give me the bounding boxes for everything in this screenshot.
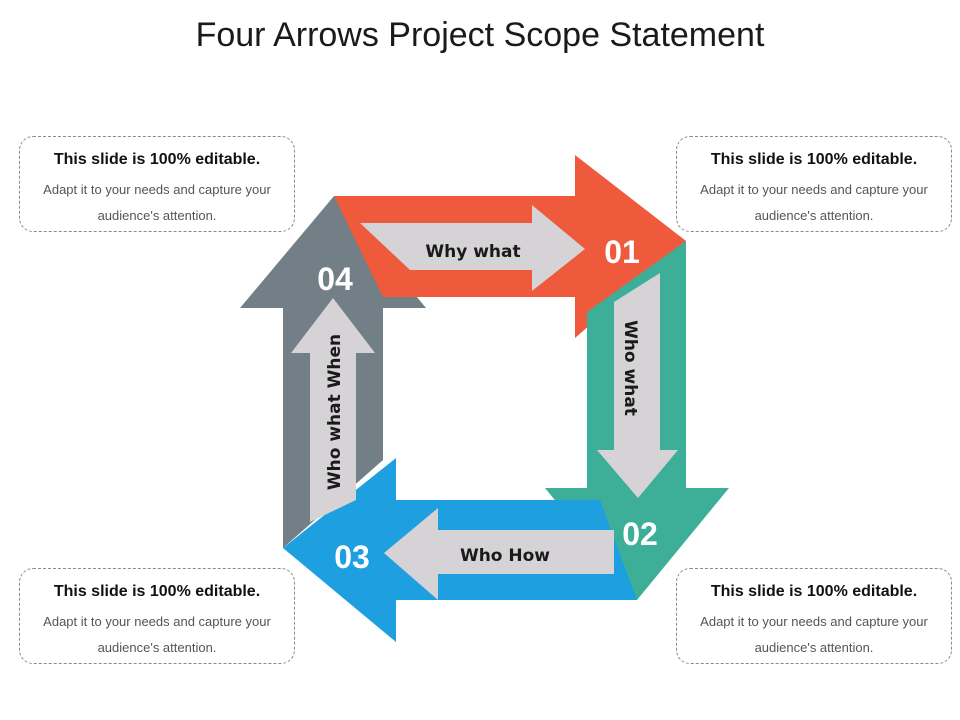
note-heading: This slide is 100% editable. xyxy=(710,583,918,600)
note-box-bottom-right: This slide is 100% editable. Adapt it to… xyxy=(676,568,952,664)
inner-arrow-01 xyxy=(360,205,585,291)
note-heading: This slide is 100% editable. xyxy=(53,583,261,600)
inner-arrow-04 xyxy=(291,298,375,522)
arrow-01-number: 01 xyxy=(604,234,640,270)
inner-arrow-02 xyxy=(597,273,678,498)
note-body: Adapt it to your needs and capture your … xyxy=(700,182,928,223)
note-box-top-right: This slide is 100% editable. Adapt it to… xyxy=(676,136,952,232)
note-box-top-left: This slide is 100% editable. Adapt it to… xyxy=(19,136,295,232)
slide-title: Four Arrows Project Scope Statement xyxy=(195,16,765,54)
arrow-01-label: Why what xyxy=(425,242,520,262)
note-heading: This slide is 100% editable. xyxy=(53,151,261,168)
arrow-02-label: Who what xyxy=(620,320,640,416)
arrow-02-number: 02 xyxy=(622,516,658,552)
note-box-bottom-left: This slide is 100% editable. Adapt it to… xyxy=(19,568,295,664)
arrow-03-label: Who How xyxy=(460,546,550,566)
arrow-04-number: 04 xyxy=(317,261,353,297)
note-body: Adapt it to your needs and capture your … xyxy=(700,614,928,655)
note-heading: This slide is 100% editable. xyxy=(710,151,918,168)
inner-arrow-03 xyxy=(384,508,614,600)
note-body: Adapt it to your needs and capture your … xyxy=(43,614,271,655)
arrow-03-number: 03 xyxy=(334,539,370,575)
note-body: Adapt it to your needs and capture your … xyxy=(43,182,271,223)
arrow-04-label: Who what When xyxy=(325,334,345,490)
